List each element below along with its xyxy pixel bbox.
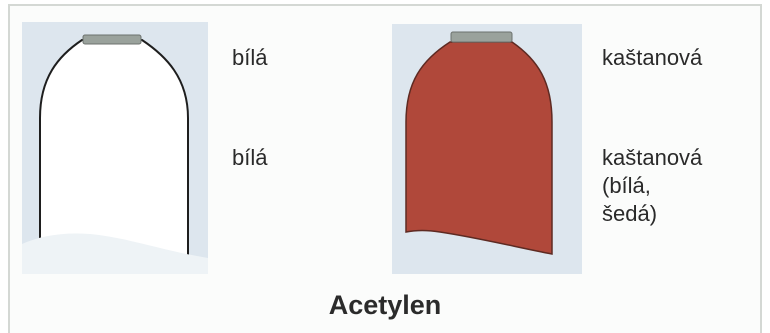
chestnut-cylinder-body-alt-label-2: šedá) [602,200,657,228]
white-cylinder-icon [40,40,188,262]
white-cylinder-top-label: bílá [232,44,267,72]
chestnut-cylinder-body-alt-label-1: (bílá, [602,172,651,200]
white-cylinder-body-label: bílá [232,144,267,172]
white-cylinder-valve-ring [83,35,141,44]
chestnut-cylinder-body-label: kaštanová [602,144,702,172]
chestnut-cylinder-icon [406,42,552,254]
figure-caption: Acetylen [0,290,770,321]
chestnut-cylinder-valve-ring [451,32,512,42]
chestnut-cylinder-top-label: kaštanová [602,44,702,72]
